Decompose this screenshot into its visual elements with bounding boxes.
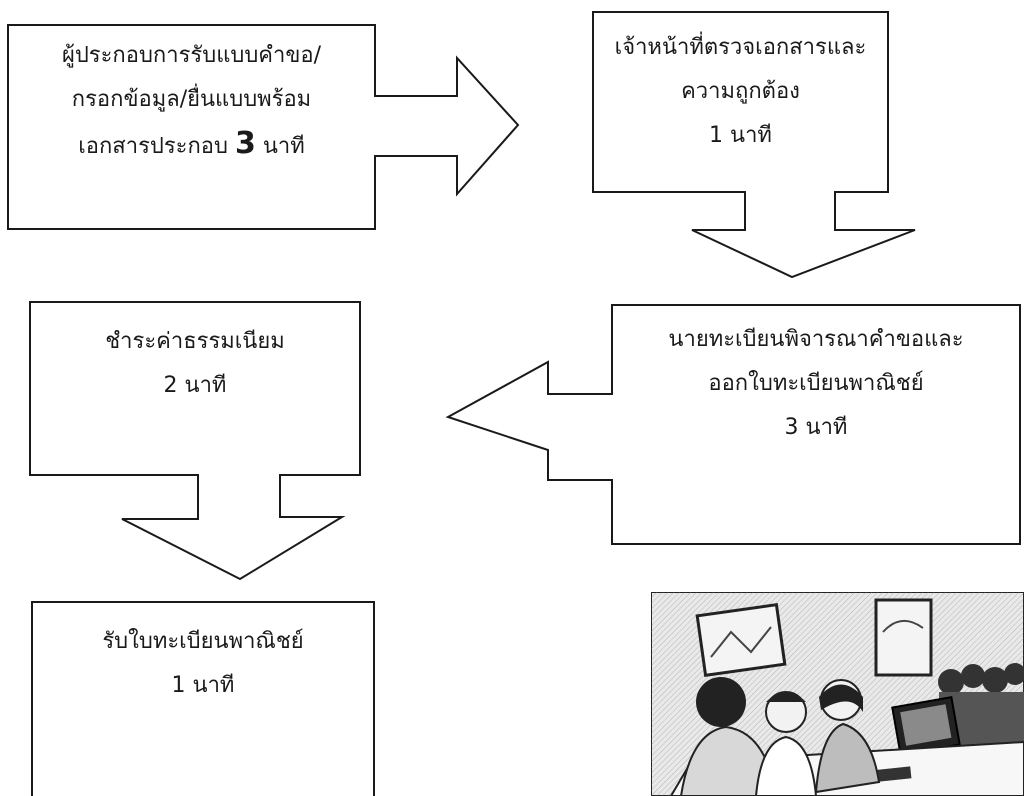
- receive-step-line-1: รับใบทะเบียนพาณิชย์: [102, 629, 304, 654]
- office-meeting-illustration: [651, 592, 1024, 796]
- receive-step-time: 1 นาที: [171, 673, 235, 698]
- pay-step: ชำระค่าธรรมเนียม 2 นาที: [32, 320, 358, 440]
- approve-box-with-left-arrow: [445, 304, 1021, 545]
- submit-step-line-1: ผู้ประกอบการรับแบบคำขอ/: [61, 43, 322, 68]
- submit-step-line-2: กรอกข้อมูล/ยื่นแบบพร้อม: [71, 87, 312, 112]
- approve-step-line-1: นายทะเบียนพิจารณาคำขอและ: [668, 327, 964, 352]
- submit-step-prefix: เอกสารประกอบ: [78, 134, 228, 159]
- check-step: เจ้าหน้าที่ตรวจเอกสารและ ความถูกต้อง 1 น…: [595, 26, 886, 186]
- check-step-line-1: เจ้าหน้าที่ตรวจเอกสารและ: [614, 35, 867, 60]
- check-step-time: 1 นาที: [709, 123, 772, 148]
- approve-step-time: 3 นาที: [784, 415, 848, 440]
- receive-box-outline: [31, 601, 375, 796]
- receive-step: รับใบทะเบียนพาณิชย์ 1 นาที: [34, 620, 372, 740]
- pay-step-time: 2 นาที: [163, 373, 227, 398]
- submit-step-unit: นาที: [262, 134, 305, 159]
- submit-step: ผู้ประกอบการรับแบบคำขอ/ กรอกข้อมูล/ยื่นแ…: [10, 34, 373, 224]
- check-step-line-2: ความถูกต้อง: [681, 79, 800, 104]
- approve-step: นายทะเบียนพิจารณาคำขอและ ออกใบทะเบียนพาณ…: [614, 318, 1018, 518]
- check-box-with-down-arrow: [592, 11, 916, 279]
- approve-step-line-2: ออกใบทะเบียนพาณิชย์: [708, 371, 924, 396]
- pay-step-line-1: ชำระค่าธรรมเนียม: [105, 329, 285, 354]
- submit-step-minutes: 3: [234, 126, 256, 161]
- pay-box-with-down-arrow: [29, 301, 361, 581]
- submit-box-with-right-arrow: [7, 24, 520, 230]
- submit-step-line-3: เอกสารประกอบ 3 นาที: [78, 122, 305, 169]
